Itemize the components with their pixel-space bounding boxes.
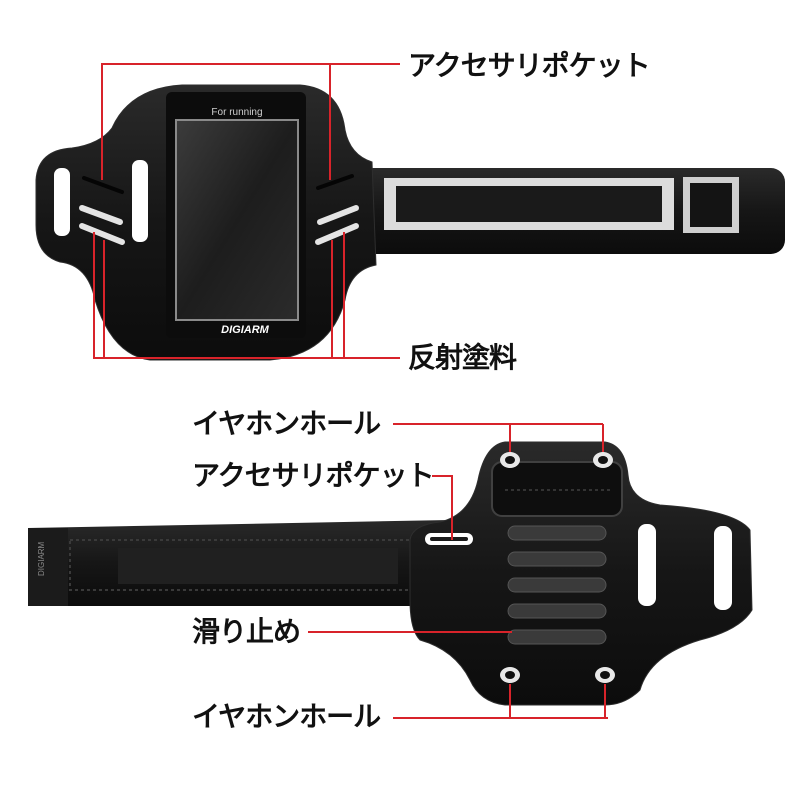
back-slot-inner (638, 524, 656, 606)
label-accessory-pocket-back: アクセサリポケット (192, 459, 435, 492)
phone-window (175, 119, 299, 321)
back-pocket-slit-inner (430, 537, 468, 541)
armband-back: DIGIARM (28, 441, 753, 706)
earphone-holes (500, 452, 615, 683)
front-callout-lines (93, 63, 400, 359)
callout-line-accessory-pocket (101, 63, 400, 180)
front-pocket-slit-left (82, 176, 124, 194)
screen-text: For running (211, 107, 262, 118)
label-accessory-pocket-front: アクセサリポケット (408, 49, 651, 82)
armband-front: For running DIGIARM (35, 84, 785, 361)
reflective-stripes (79, 205, 359, 245)
label-anti-slip: 滑り止め (192, 615, 301, 648)
strap-brand-logo: DIGIARM (37, 541, 46, 576)
front-slot-left-inner (132, 160, 148, 242)
back-slot-outer (714, 526, 732, 610)
callout-line-back-pocket (432, 475, 453, 540)
anti-slip-strips (507, 525, 607, 645)
velcro-loop-inner (690, 183, 732, 227)
velcro-hook-inner (396, 186, 662, 222)
top-flap (491, 461, 623, 517)
label-earphone-hole-bottom: イヤホンホール (192, 700, 381, 733)
strap-stitching (69, 539, 416, 591)
callout-line-reflective-paint (93, 232, 400, 359)
label-reflective-paint: 反射塗料 (408, 341, 517, 374)
front-slot-left-outer (54, 168, 70, 236)
front-brand-logo: DIGIARM (221, 324, 270, 336)
strap-end-tab (28, 528, 68, 606)
back-callout-lines (308, 423, 608, 719)
front-pocket-slit-right (316, 174, 354, 190)
label-earphone-hole-top: イヤホンホール (192, 407, 381, 440)
strap-velcro-patch (118, 548, 398, 584)
